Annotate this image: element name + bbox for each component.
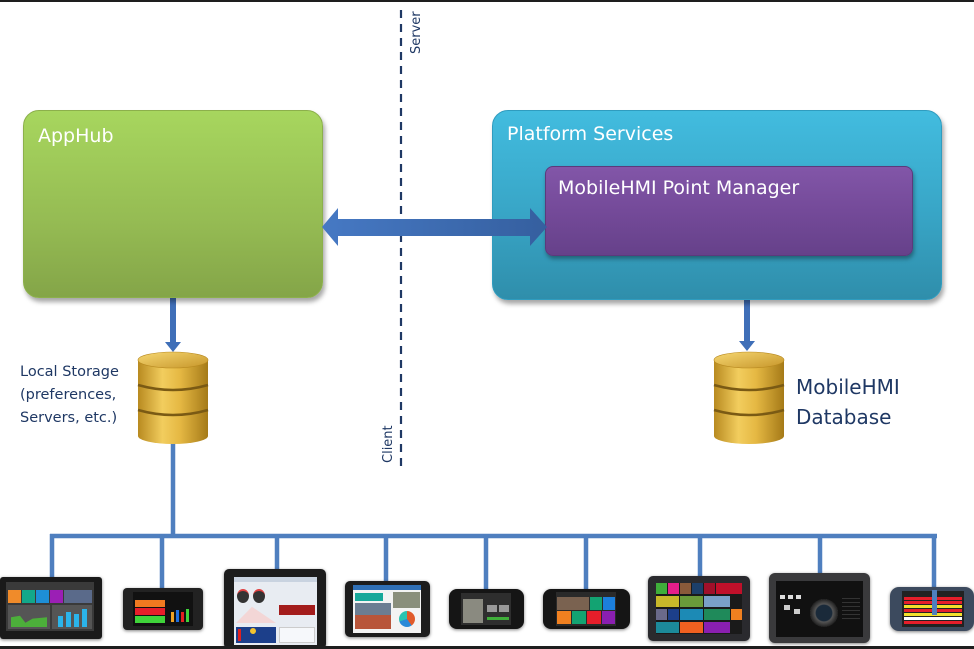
server-label: Server [409, 11, 424, 54]
platform-services-title: Platform Services [507, 123, 674, 145]
device-screen [461, 593, 511, 625]
device-bus [49, 440, 937, 615]
device-screen [656, 583, 742, 634]
device-windows-tablet [0, 577, 102, 639]
apphub-storage-arrow [165, 288, 181, 352]
mobilehmi-database-label: MobileHMI Database [796, 372, 900, 432]
device-iphone-tiles [543, 589, 630, 629]
apphub-box: AppHub [23, 110, 323, 298]
bus-drop-overlay [932, 590, 937, 615]
local-storage-line: (preferences, [20, 387, 117, 403]
point-manager-box: MobileHMI Point Manager [545, 166, 913, 256]
local-storage-line: Local Storage [20, 364, 119, 380]
database-label-line: MobileHMI [796, 375, 900, 399]
device-windows-tablet-tiles [648, 576, 750, 641]
device-screen [6, 582, 94, 631]
frame-bottom-border [0, 646, 974, 649]
device-windows-phone [123, 588, 203, 630]
point-manager-title: MobileHMI Point Manager [558, 177, 800, 199]
device-screen [133, 592, 193, 626]
client-label: Client [381, 425, 396, 463]
local-storage-database-icon [137, 351, 209, 444]
local-storage-label: Local Storage (preferences, Servers, etc… [20, 361, 119, 430]
local-storage-line: Servers, etc.) [20, 410, 118, 426]
device-iphone-map [449, 589, 524, 629]
frame-top-border [0, 0, 974, 2]
pointmanager-database-arrow [739, 251, 755, 351]
device-screen [556, 592, 616, 626]
mobilehmi-database-icon [713, 351, 785, 444]
apphub-title: AppHub [38, 125, 114, 147]
device-screen [776, 581, 863, 637]
device-screen [353, 585, 421, 633]
device-screen [234, 577, 317, 645]
device-ipad-dashboard [224, 569, 326, 649]
device-android-tablet-gauge [769, 573, 870, 643]
database-label-line: Database [796, 405, 892, 429]
device-ipad-mini-map [345, 581, 430, 637]
